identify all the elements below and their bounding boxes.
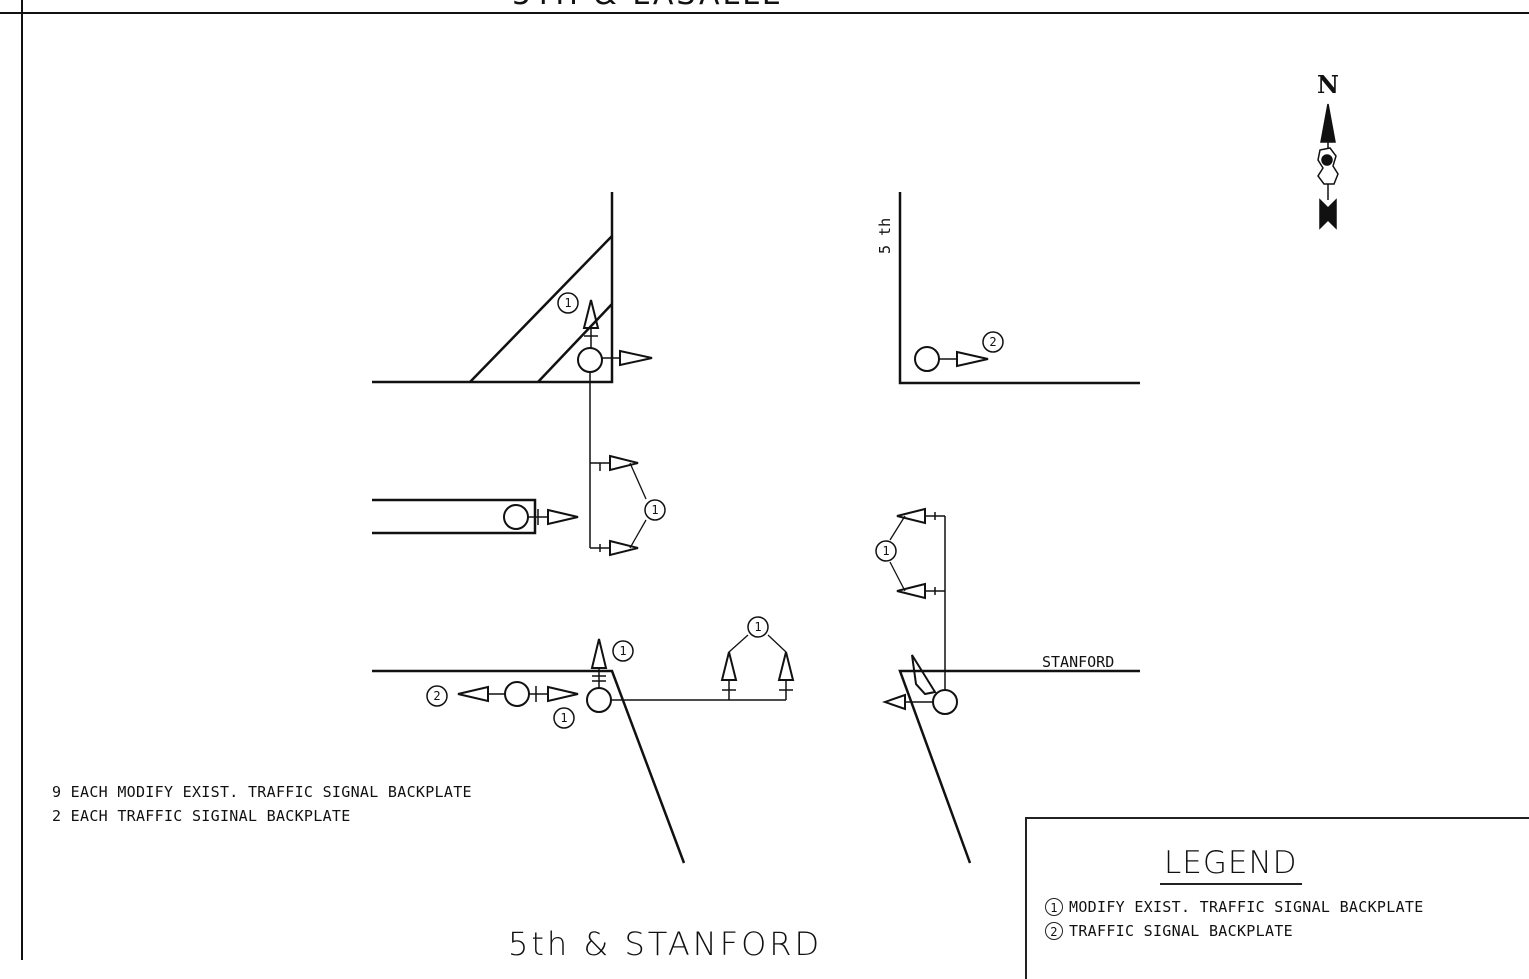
nw-curb-line	[372, 192, 614, 384]
legend-item: 2 TRAFFIC SIGNAL BACKPLATE	[1045, 922, 1293, 940]
street-label-5th: 5 th	[876, 218, 894, 254]
north-arrow-icon	[1317, 103, 1339, 230]
sheet-title: 5th & STANFORD	[508, 925, 823, 963]
legend-item-text: MODIFY EXIST. TRAFFIC SIGNAL BACKPLATE	[1069, 898, 1424, 916]
ne-signal-head-east	[956, 350, 989, 368]
nw-island-line-inner	[537, 303, 613, 383]
legend-item: 1 MODIFY EXIST. TRAFFIC SIGNAL BACKPLATE	[1045, 898, 1424, 916]
west-span-signal-head-2	[609, 539, 639, 557]
callout-number: 1	[619, 644, 626, 658]
callout-number: 1	[564, 296, 571, 310]
callout-circle	[875, 540, 897, 562]
callout-number: 2	[433, 689, 440, 703]
north-arrow-label: N	[1317, 70, 1339, 99]
sw-approach-signal-head-east	[547, 685, 579, 703]
note-line: 2 EACH TRAFFIC SIGINAL BACKPLATE	[52, 807, 351, 825]
legend-title: LEGEND	[1160, 845, 1302, 885]
callout-number: 1	[882, 544, 889, 558]
south-span-signal-head-2	[777, 651, 795, 681]
street-label-stanford: STANFORD	[1042, 653, 1114, 671]
callout-circle	[557, 292, 579, 314]
callout-number: 1	[754, 620, 761, 634]
sw-signal-pole	[586, 687, 612, 713]
legend-item-number: 2	[1045, 922, 1063, 940]
previous-sheet-title-partial: 5TH & LASALLE	[512, 0, 784, 12]
west-span-signal-head-1	[609, 454, 639, 472]
nw-island-line-outer	[469, 235, 613, 383]
legend-item-number: 1	[1045, 898, 1063, 916]
quantity-notes: 9 EACH MODIFY EXIST. TRAFFIC SIGNAL BACK…	[52, 780, 472, 828]
east-span-signal-head-2	[896, 582, 926, 600]
callout-circle	[644, 499, 666, 521]
nw-signal-head-north	[582, 299, 600, 329]
callout-number: 2	[989, 335, 996, 349]
west-median-signal-head	[547, 508, 579, 526]
sw-signal-head-north	[590, 638, 608, 669]
ne-signal-pole	[914, 346, 940, 372]
sw-approach-signal-pole	[504, 681, 530, 707]
east-span-signal-head-1	[896, 507, 926, 525]
nw-signal-pole	[577, 347, 603, 373]
south-span-signal-head-1	[720, 651, 738, 681]
se-signal-pole	[932, 689, 958, 715]
west-median-signal-pole	[503, 504, 529, 530]
callout-circle	[612, 640, 634, 662]
se-signal-head-west	[881, 693, 906, 711]
ne-curb-line	[898, 192, 1140, 385]
note-line: 9 EACH MODIFY EXIST. TRAFFIC SIGNAL BACK…	[52, 783, 472, 801]
callout-circle	[747, 616, 769, 638]
nw-signal-head-east	[619, 349, 653, 367]
callout-number: 1	[651, 503, 658, 517]
callout-circle	[426, 685, 448, 707]
sw-approach-signal-head-west	[457, 685, 489, 703]
callout-circle	[982, 331, 1004, 353]
callout-number: 1	[560, 711, 567, 725]
sw-curb-line	[372, 669, 686, 864]
legend-item-text: TRAFFIC SIGNAL BACKPLATE	[1069, 922, 1293, 940]
callout-circle	[553, 707, 575, 729]
legend-box	[1025, 817, 1529, 979]
se-curb-line	[898, 669, 1140, 864]
se-signal-head-diagonal	[911, 654, 937, 696]
